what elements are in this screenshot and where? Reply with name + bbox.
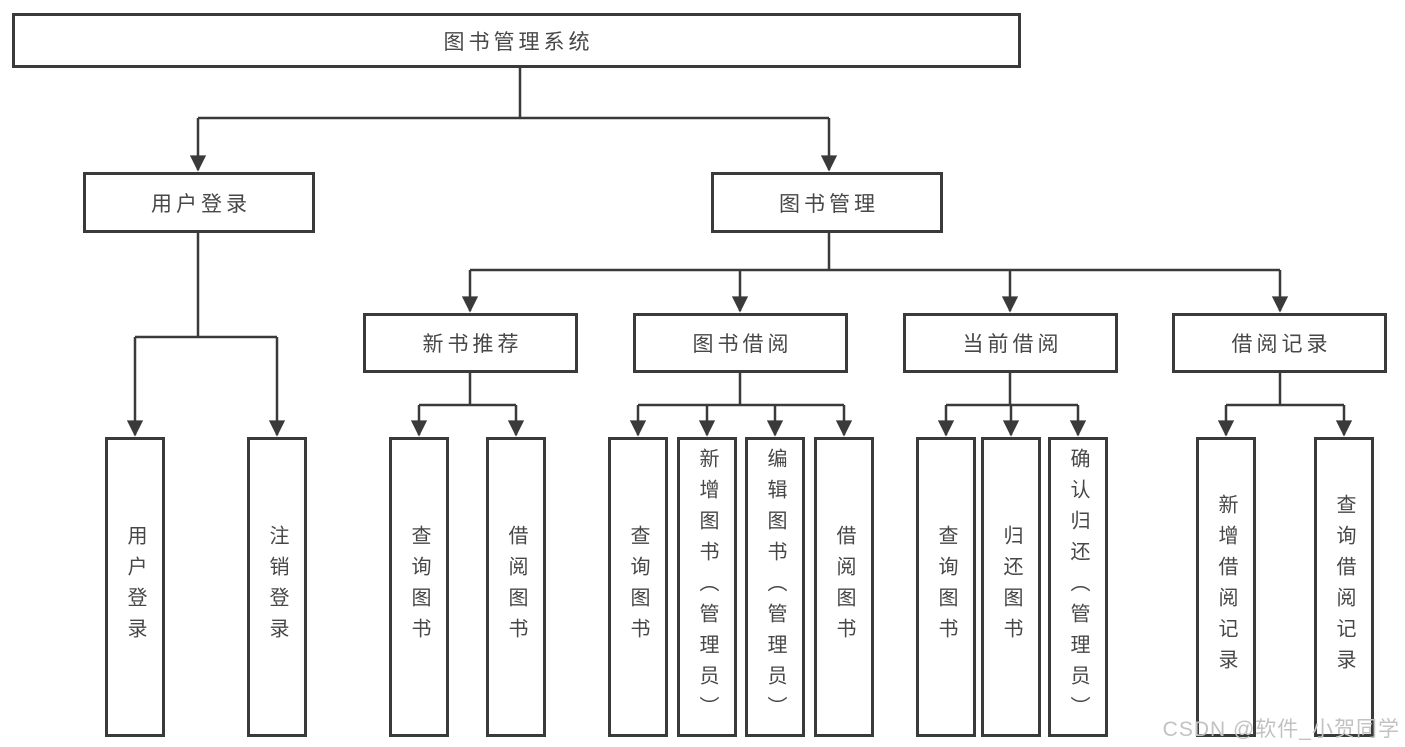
node-new-book-recommend: 新书推荐	[363, 313, 578, 373]
connector-arrows	[126, 118, 1353, 437]
leaf-logout-login: 注销登录	[247, 437, 307, 737]
leaf-current-query-books-label: 查询图书	[935, 525, 957, 649]
watermark-text: CSDN @软件_小贺同学	[1162, 718, 1400, 741]
leaf-records-add-record: 新增借阅记录	[1196, 437, 1256, 737]
leaf-records-query-record: 查询借阅记录	[1314, 437, 1374, 737]
leaf-borrow-add-books-admin: 新增图书（管理员）	[677, 437, 737, 737]
node-user-login: 用户登录	[83, 172, 315, 233]
leaf-borrow-edit-books-admin: 编辑图书（管理员）	[745, 437, 805, 737]
leaf-current-confirm-return-admin: 确认归还（管理员）	[1048, 437, 1108, 737]
leaf-borrow-query-books-label: 查询图书	[627, 525, 649, 649]
connector-root-branch	[198, 67, 829, 120]
node-root-label: 图书管理系统	[443, 30, 594, 54]
leaf-borrow-borrow-books: 借阅图书	[814, 437, 874, 737]
leaf-current-return-books: 归还图书	[981, 437, 1041, 737]
connector-user-login-branch	[135, 232, 277, 339]
leaf-borrow-add-books-admin-label: 新增图书（管理员）	[696, 447, 718, 727]
leaf-borrow-edit-books-admin-label: 编辑图书（管理员）	[764, 447, 786, 727]
leaf-records-query-record-label: 查询借阅记录	[1333, 494, 1355, 680]
node-book-borrow: 图书借阅	[633, 313, 848, 373]
connector-book-borrow-branch	[638, 373, 844, 407]
connector-book-management-branch	[470, 232, 1280, 272]
node-new-book-recommend-label: 新书推荐	[422, 333, 523, 356]
leaf-logout-login-label: 注销登录	[266, 525, 288, 649]
leaf-newbook-query-books: 查询图书	[389, 437, 449, 737]
leaf-newbook-borrow-books: 借阅图书	[486, 437, 546, 737]
node-book-borrow-label: 图书借阅	[692, 333, 793, 356]
leaf-records-add-record-label: 新增借阅记录	[1215, 494, 1237, 680]
leaf-newbook-borrow-books-label: 借阅图书	[505, 525, 527, 649]
node-current-borrow-label: 当前借阅	[962, 333, 1063, 356]
node-borrow-records-label: 借阅记录	[1231, 333, 1332, 356]
connector-current-borrow-branch	[946, 373, 1078, 407]
connector-borrow-records-branch	[1226, 373, 1344, 407]
leaf-borrow-borrow-books-label: 借阅图书	[833, 525, 855, 649]
connector-new-book-branch	[419, 373, 516, 407]
leaf-user-login: 用户登录	[105, 437, 165, 737]
leaf-current-return-books-label: 归还图书	[1000, 525, 1022, 649]
node-root: 图书管理系统	[12, 13, 1021, 68]
node-book-management: 图书管理	[711, 172, 943, 233]
node-book-management-label: 图书管理	[779, 192, 879, 216]
node-borrow-records: 借阅记录	[1172, 313, 1387, 373]
node-user-login-label: 用户登录	[151, 192, 251, 216]
leaf-newbook-query-books-label: 查询图书	[408, 525, 430, 649]
leaf-current-query-books: 查询图书	[916, 437, 976, 737]
leaf-current-confirm-return-admin-label: 确认归还（管理员）	[1067, 447, 1089, 727]
leaf-borrow-query-books: 查询图书	[608, 437, 668, 737]
node-current-borrow: 当前借阅	[903, 313, 1118, 373]
leaf-user-login-label: 用户登录	[124, 525, 146, 649]
